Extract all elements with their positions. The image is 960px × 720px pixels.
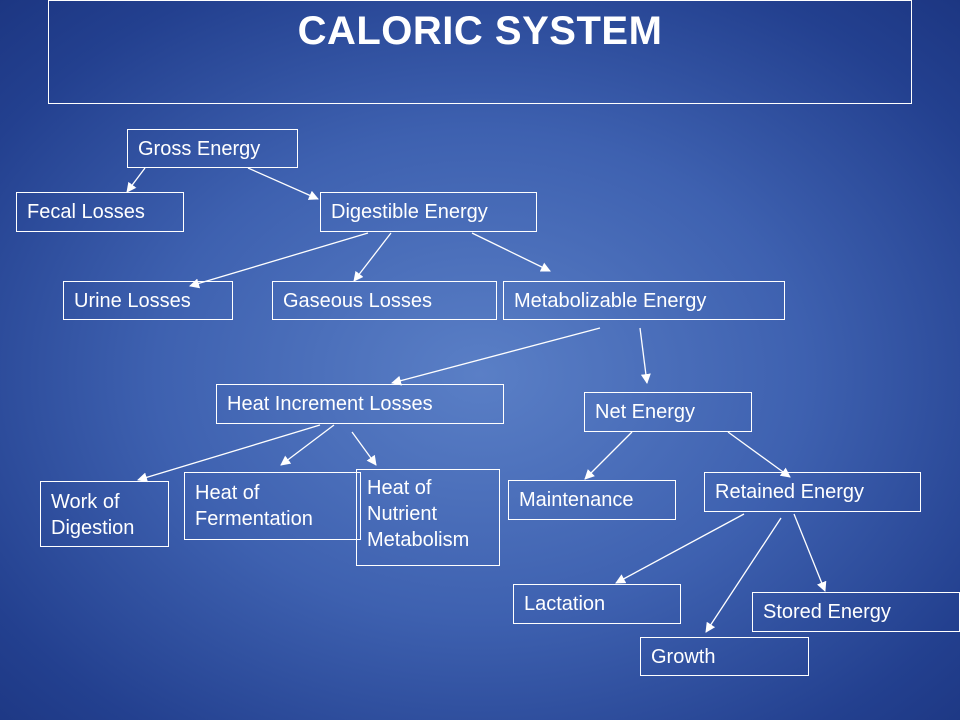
arrow-net-to-retained	[727, 431, 791, 478]
node-work-of-digestion: Work of Digestion	[40, 481, 169, 547]
node-gaseous-losses: Gaseous Losses	[272, 281, 497, 320]
arrow-digestible-to-gaseous	[353, 232, 392, 282]
node-net-energy: Net Energy	[584, 392, 752, 432]
title-box: CALORIC SYSTEM	[48, 0, 912, 104]
node-growth: Growth	[640, 637, 809, 676]
node-heat-of-nutrient-metabolism: Heat of Nutrient Metabolism	[356, 469, 500, 566]
node-heat-of-nutrient-metabolism-line-2: Nutrient	[367, 503, 438, 525]
diagram-title: CALORIC SYSTEM	[297, 9, 663, 53]
arrow-digestible-to-urine	[189, 232, 369, 289]
node-digestible-energy-label: Digestible Energy	[331, 201, 488, 223]
arrow-gross-to-digestible	[247, 167, 319, 200]
arrow-heat-increment-to-nutrient	[351, 431, 377, 466]
node-urine-losses-label: Urine Losses	[74, 290, 191, 312]
node-heat-increment-losses: Heat Increment Losses	[216, 384, 504, 424]
node-heat-of-nutrient-metabolism-line-3: Metabolism	[367, 529, 470, 551]
arrow-net-to-maintenance	[584, 431, 633, 480]
node-metabolizable-energy: Metabolizable Energy	[503, 281, 785, 320]
arrow-heat-increment-to-fermentation	[280, 424, 335, 466]
arrow-metabolizable-to-net	[639, 327, 651, 384]
node-gross-energy: Gross Energy	[127, 129, 298, 168]
node-urine-losses: Urine Losses	[63, 281, 233, 320]
node-lactation-label: Lactation	[524, 593, 606, 615]
node-heat-of-fermentation: Heat of Fermentation	[184, 472, 361, 540]
node-heat-of-fermentation-line-2: Fermentation	[195, 508, 313, 530]
node-stored-energy: Stored Energy	[752, 592, 960, 632]
node-stored-energy-label: Stored Energy	[763, 601, 891, 623]
node-work-of-digestion-line-2: Digestion	[51, 517, 135, 539]
arrow-retained-to-stored	[793, 513, 827, 592]
node-fecal-losses-label: Fecal Losses	[27, 201, 145, 223]
node-growth-label: Growth	[651, 646, 716, 668]
arrow-retained-to-lactation	[615, 513, 745, 584]
node-gross-energy-label: Gross Energy	[138, 138, 261, 160]
arrow-retained-to-growth	[705, 517, 782, 633]
node-lactation: Lactation	[513, 584, 681, 624]
node-metabolizable-energy-label: Metabolizable Energy	[514, 290, 707, 312]
node-heat-increment-losses-label: Heat Increment Losses	[227, 393, 433, 415]
node-digestible-energy: Digestible Energy	[320, 192, 537, 232]
node-net-energy-label: Net Energy	[595, 401, 696, 423]
node-fecal-losses: Fecal Losses	[16, 192, 184, 232]
node-work-of-digestion-line-1: Work of	[51, 491, 120, 513]
node-retained-energy: Retained Energy	[704, 472, 921, 512]
node-maintenance: Maintenance	[508, 480, 676, 520]
arrow-heat-increment-to-work	[137, 424, 321, 483]
arrow-gross-to-fecal	[126, 167, 146, 193]
arrow-digestible-to-metabolizable	[471, 232, 551, 272]
node-gaseous-losses-label: Gaseous Losses	[283, 290, 432, 312]
node-maintenance-label: Maintenance	[519, 489, 634, 511]
node-retained-energy-label: Retained Energy	[715, 481, 864, 503]
node-heat-of-fermentation-line-1: Heat of	[195, 482, 260, 504]
arrow-metabolizable-to-heat-increment	[391, 327, 601, 386]
node-heat-of-nutrient-metabolism-line-1: Heat of	[367, 477, 432, 499]
